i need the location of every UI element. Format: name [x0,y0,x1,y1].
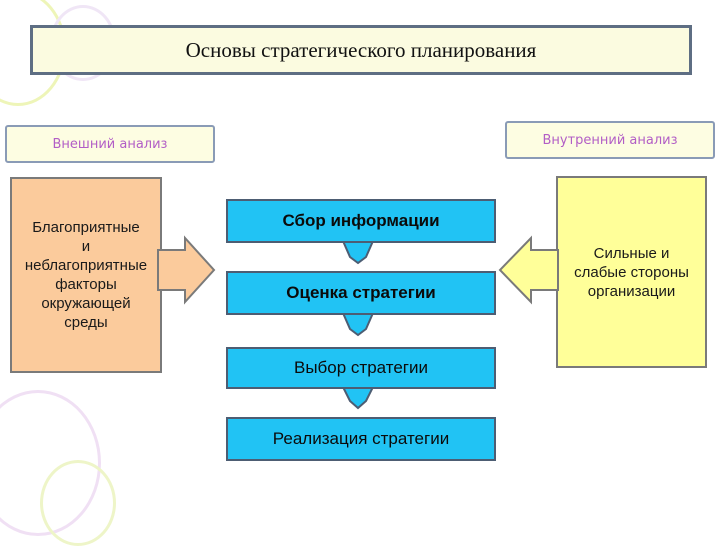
chevron-down-icon [341,312,375,337]
external-factors-box: Благоприятные и неблагоприятные факторы … [10,177,162,373]
arrow-left-icon [498,235,559,305]
balloon-decoration-bottom-left [0,390,101,536]
arrow-right-icon [157,235,216,305]
step-choose-strategy: Выбор стратегии [226,347,496,389]
internal-analysis-label: Внутренний анализ [505,121,715,159]
step-collect-information: Сбор информации [226,199,496,243]
step-implement-strategy: Реализация стратегии [226,417,496,461]
internal-strengths-text: Сильные и слабые стороны организации [574,244,689,300]
external-factors-text: Благоприятные и неблагоприятные факторы … [24,219,148,331]
chevron-down-icon [341,240,375,265]
diagram-title: Основы стратегического планирования [30,25,692,75]
step-evaluate-strategy: Оценка стратегии [226,271,496,315]
external-analysis-label: Внешний анализ [5,125,215,163]
chevron-down-icon [341,386,375,410]
